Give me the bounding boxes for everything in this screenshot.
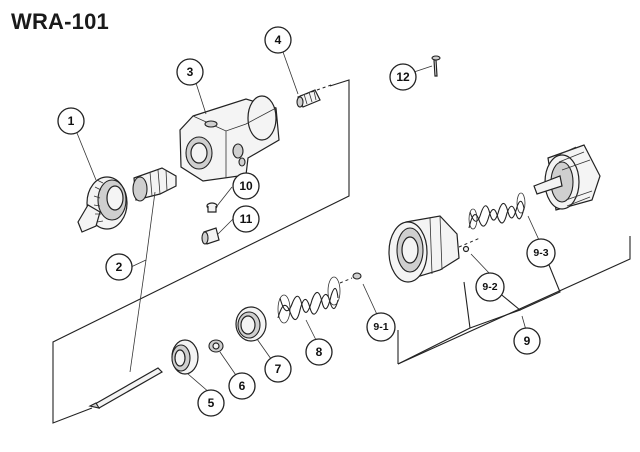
- callout-8: 8: [305, 338, 333, 366]
- part-9-3-spring: [468, 192, 526, 230]
- part-10-screw: [206, 202, 218, 213]
- callout-9-2: 9-2: [475, 272, 505, 302]
- callout-8-label: 8: [316, 345, 323, 359]
- callout-5: 5: [197, 389, 225, 417]
- part-7-seal: [235, 306, 267, 342]
- callout-3: 3: [176, 58, 204, 86]
- part-5-packing-nut: [171, 339, 199, 375]
- callout-1: 1: [57, 107, 85, 135]
- part-3-body: [179, 95, 280, 182]
- assembly-frame-lines: [52, 79, 631, 424]
- callout-6-label: 6: [239, 379, 246, 393]
- callout-4-label: 4: [275, 33, 282, 47]
- callout-1-label: 1: [68, 114, 75, 128]
- callout-12-label: 12: [396, 70, 410, 84]
- callout-11: 11: [232, 205, 260, 233]
- callout-12: 12: [389, 63, 417, 91]
- callout-3-label: 3: [187, 65, 194, 79]
- callout-11-label: 11: [240, 212, 253, 226]
- callout-9-1: 9-1: [366, 312, 396, 342]
- part-9-valve-housing: [388, 215, 481, 283]
- callout-9-label: 9: [524, 334, 531, 348]
- part-9-knob: [533, 144, 601, 211]
- callout-2-label: 2: [116, 260, 123, 274]
- callout-6: 6: [228, 372, 256, 400]
- part-12-pin: [431, 55, 441, 77]
- callout-4: 4: [264, 26, 292, 54]
- callout-9-3: 9-3: [526, 238, 556, 268]
- part-6-washer: [208, 339, 224, 353]
- callout-5-label: 5: [208, 396, 215, 410]
- callout-9: 9: [513, 327, 541, 355]
- callout-9-3-label: 9-3: [533, 247, 548, 259]
- part-1-connector: [77, 176, 128, 233]
- part-2-nozzle: [132, 167, 177, 202]
- part-4-fitting: [296, 89, 321, 108]
- callout-10: 10: [232, 172, 260, 200]
- callout-10-label: 10: [239, 179, 253, 193]
- part-11-nut: [201, 227, 220, 245]
- callout-9-1-label: 9-1: [373, 321, 388, 333]
- part-8-spring: [277, 276, 341, 324]
- callout-2: 2: [105, 253, 133, 281]
- part-9-1-pin: [339, 272, 362, 284]
- callout-7-label: 7: [275, 362, 282, 376]
- needle-rod: [88, 367, 163, 409]
- diagram-title: WRA-101: [11, 9, 109, 34]
- callout-7: 7: [264, 355, 292, 383]
- callout-9-2-label: 9-2: [482, 281, 497, 293]
- leader-lines: [76, 51, 561, 394]
